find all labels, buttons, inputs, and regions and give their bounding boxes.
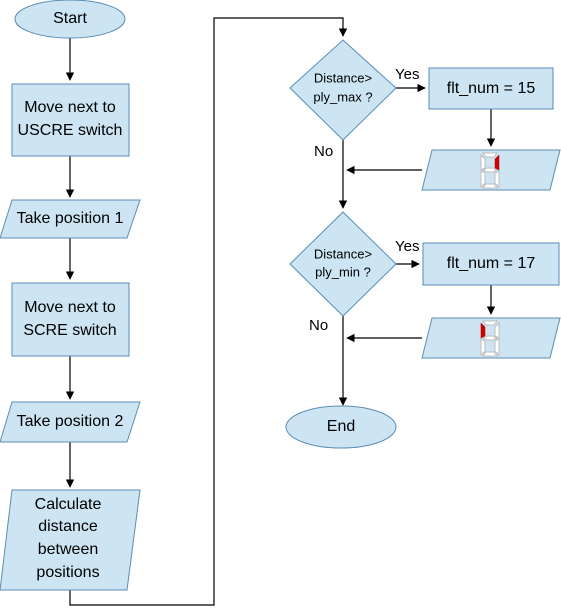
process-assign-17: flt_num = 17 [422,242,560,286]
assign-17-label: flt_num = 17 [447,255,536,272]
start-label: Start [53,10,87,27]
segment-left-upper [480,153,486,171]
end-terminator: End [285,405,397,449]
end-label: End [327,418,355,435]
assign-15-label: flt_num = 15 [447,80,536,97]
io-display-1 [421,149,561,191]
segment-top [482,320,498,326]
decision-max-line-2: ply_max ? [313,89,372,104]
segment-middle [481,167,499,173]
process-move-scre: Move next to SCRE switch [11,282,130,357]
decision-max-yes-label: Yes [395,66,419,83]
connectors [65,17,496,606]
process-move-uscre: Move next to USCRE switch [11,83,130,157]
segment-left-upper [480,322,486,339]
calculate-line-2: distance [38,518,98,535]
decision-ply-min: Distance> ply_min ? [289,211,397,317]
seven-segment-display-1 [480,152,500,189]
calculate-line-4: positions [36,564,99,581]
move-scre-line-2: SCRE switch [23,322,116,339]
move-uscre-line-2: USCRE switch [18,122,123,139]
arrow-calculate-to-decision-max [69,17,348,606]
segment-right-lower [494,338,500,357]
take-position-1-label: Take position 1 [17,210,124,227]
calculate-line-1: Calculate [35,496,102,513]
segment-bottom [482,351,498,357]
io-take-position-2: Take position 2 [0,401,141,443]
process-assign-15: flt_num = 15 [428,67,554,110]
io-display-2 [421,317,561,359]
move-scre-line-1: Move next to [24,299,116,316]
calculate-line-3: between [38,541,99,558]
segment-right-upper [494,321,500,339]
decision-max-line-1: Distance> [314,70,372,85]
decision-min-line-2: ply_min ? [315,264,371,279]
decision-max-no-label: No [314,143,333,160]
seven-segment-display-2 [480,320,500,357]
segment-left-lower [480,338,486,357]
segment-bottom [482,183,498,189]
segment-left-lower [480,170,486,189]
segment-right-upper [494,154,500,171]
move-uscre-line-1: Move next to [24,99,116,116]
segment-right-lower [494,170,500,189]
start-terminator: Start [14,0,126,39]
io-take-position-1: Take position 1 [0,199,141,239]
io-calculate-distance: Calculate distance between positions [0,489,141,591]
decision-min-line-1: Distance> [314,246,372,261]
segment-top [482,152,498,158]
decision-min-no-label: No [309,317,328,334]
take-position-2-label: Take position 2 [17,413,124,430]
decision-ply-max: Distance> ply_max ? [289,39,397,141]
decision-min-yes-label: Yes [395,238,419,255]
segment-middle [481,335,499,341]
